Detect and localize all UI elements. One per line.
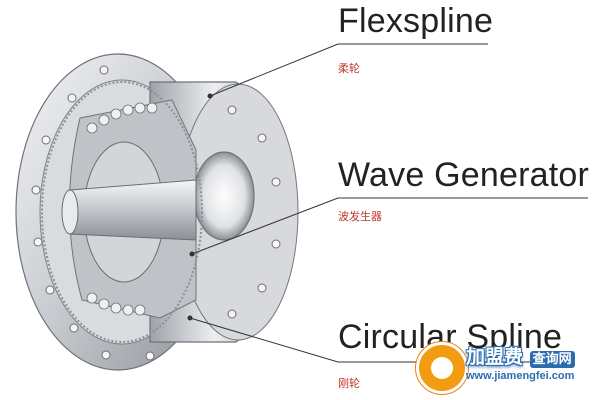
input-shaft — [69, 179, 197, 241]
flange-bolt-holes — [31, 65, 189, 361]
end-face-bolt-holes — [227, 105, 281, 319]
watermark-url: www.jiamengfei.com — [466, 370, 575, 382]
bearing-balls — [86, 102, 158, 316]
leader-circular-spline — [189, 317, 552, 363]
circular-spline-cn-label: 刚轮 — [338, 377, 360, 390]
watermark-badge: 查询网 — [529, 351, 575, 368]
shaft-end — [61, 189, 79, 235]
watermark-logo-icon — [416, 342, 468, 394]
leader-wave-generator — [191, 197, 588, 255]
watermark-title: 加盟费 查询网 — [466, 342, 575, 369]
flexspline-label: Flexspline — [338, 2, 494, 40]
watermark: 加盟费 查询网 www.jiamengfei.com — [416, 342, 594, 394]
wave-generator-cn-label: 波发生器 — [338, 210, 382, 223]
flexspline-cn-label: 柔轮 — [338, 62, 360, 75]
leader-flexspline — [209, 43, 488, 97]
watermark-title-text: 加盟费 — [466, 346, 524, 368]
leader-lines — [187, 43, 588, 363]
circular-spline-teeth — [41, 81, 203, 343]
central-bore — [193, 151, 255, 241]
wave-generator-label: Wave Generator — [338, 156, 589, 194]
